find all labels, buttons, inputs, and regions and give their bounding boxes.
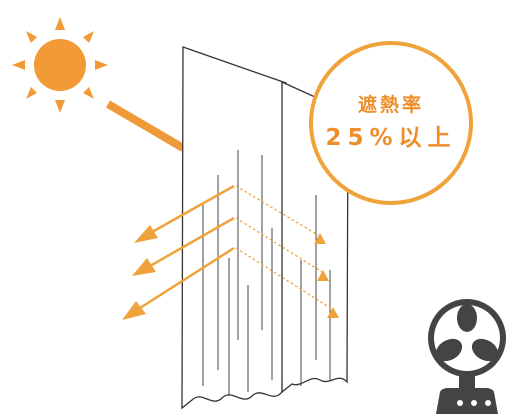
electric-fan-icon [428, 299, 506, 414]
badge-title: 遮熱率 [357, 94, 424, 116]
transmitted-light-lines [235, 185, 333, 310]
reflection-arrowhead-top [134, 225, 158, 243]
reflected-light-arrows [122, 184, 235, 320]
badge-value: 25%以上 [325, 125, 457, 151]
reflection-arrow-top [151, 184, 235, 234]
curtain-left-panel [181, 46, 287, 410]
reflection-arrow-bottom [139, 246, 235, 310]
reflection-arrow-middle [149, 216, 235, 268]
reflection-arrowhead-middle [132, 258, 156, 276]
transmitted-light-arrowheads [314, 233, 339, 318]
reflection-arrowhead-bottom [122, 301, 146, 320]
sun-icon [12, 17, 108, 113]
heat-shield-rate-badge: 遮熱率 25%以上 [309, 41, 473, 205]
